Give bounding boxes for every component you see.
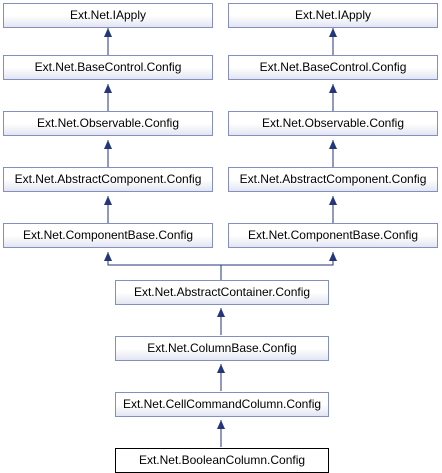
node-left-abstractcomponent-config[interactable]: Ext.Net.AbstractComponent.Config	[3, 167, 213, 192]
edge-abstractcontainer-to-right-componentbase	[220, 252, 337, 280]
node-label: Ext.Net.Observable.Config	[261, 116, 405, 130]
node-label: Ext.Net.Observable.Config	[36, 116, 180, 130]
node-label: Ext.Net.BaseControl.Config	[259, 60, 407, 74]
node-label: Ext.Net.ComponentBase.Config	[247, 228, 419, 242]
node-right-abstractcomponent-config[interactable]: Ext.Net.AbstractComponent.Config	[228, 167, 438, 192]
node-left-observable-config[interactable]: Ext.Net.Observable.Config	[3, 111, 213, 136]
node-booleancolumn-config: Ext.Net.BooleanColumn.Config	[115, 448, 329, 473]
node-label: Ext.Net.CellCommandColumn.Config	[122, 397, 322, 411]
node-columnbase-config[interactable]: Ext.Net.ColumnBase.Config	[115, 336, 329, 361]
node-label: Ext.Net.ComponentBase.Config	[22, 228, 194, 242]
node-label: Ext.Net.IApply	[294, 8, 372, 22]
node-label: Ext.Net.IApply	[69, 8, 147, 22]
node-right-observable-config[interactable]: Ext.Net.Observable.Config	[228, 111, 438, 136]
node-left-componentbase-config[interactable]: Ext.Net.ComponentBase.Config	[3, 223, 213, 248]
node-label: Ext.Net.AbstractComponent.Config	[239, 172, 427, 186]
node-abstractcontainer-config[interactable]: Ext.Net.AbstractContainer.Config	[115, 280, 329, 305]
node-cellcommandcolumn-config[interactable]: Ext.Net.CellCommandColumn.Config	[115, 392, 329, 417]
node-left-iapply[interactable]: Ext.Net.IApply	[3, 3, 213, 28]
node-label: Ext.Net.BooleanColumn.Config	[138, 453, 306, 467]
node-right-basecontrol-config[interactable]: Ext.Net.BaseControl.Config	[228, 55, 438, 80]
node-right-componentbase-config[interactable]: Ext.Net.ComponentBase.Config	[228, 223, 438, 248]
node-label: Ext.Net.AbstractComponent.Config	[14, 172, 202, 186]
edge-abstractcontainer-to-left-componentbase	[104, 252, 222, 280]
node-left-basecontrol-config[interactable]: Ext.Net.BaseControl.Config	[3, 55, 213, 80]
node-label: Ext.Net.BaseControl.Config	[34, 60, 182, 74]
node-label: Ext.Net.AbstractContainer.Config	[133, 285, 311, 299]
node-right-iapply[interactable]: Ext.Net.IApply	[228, 3, 438, 28]
node-label: Ext.Net.ColumnBase.Config	[147, 341, 297, 355]
